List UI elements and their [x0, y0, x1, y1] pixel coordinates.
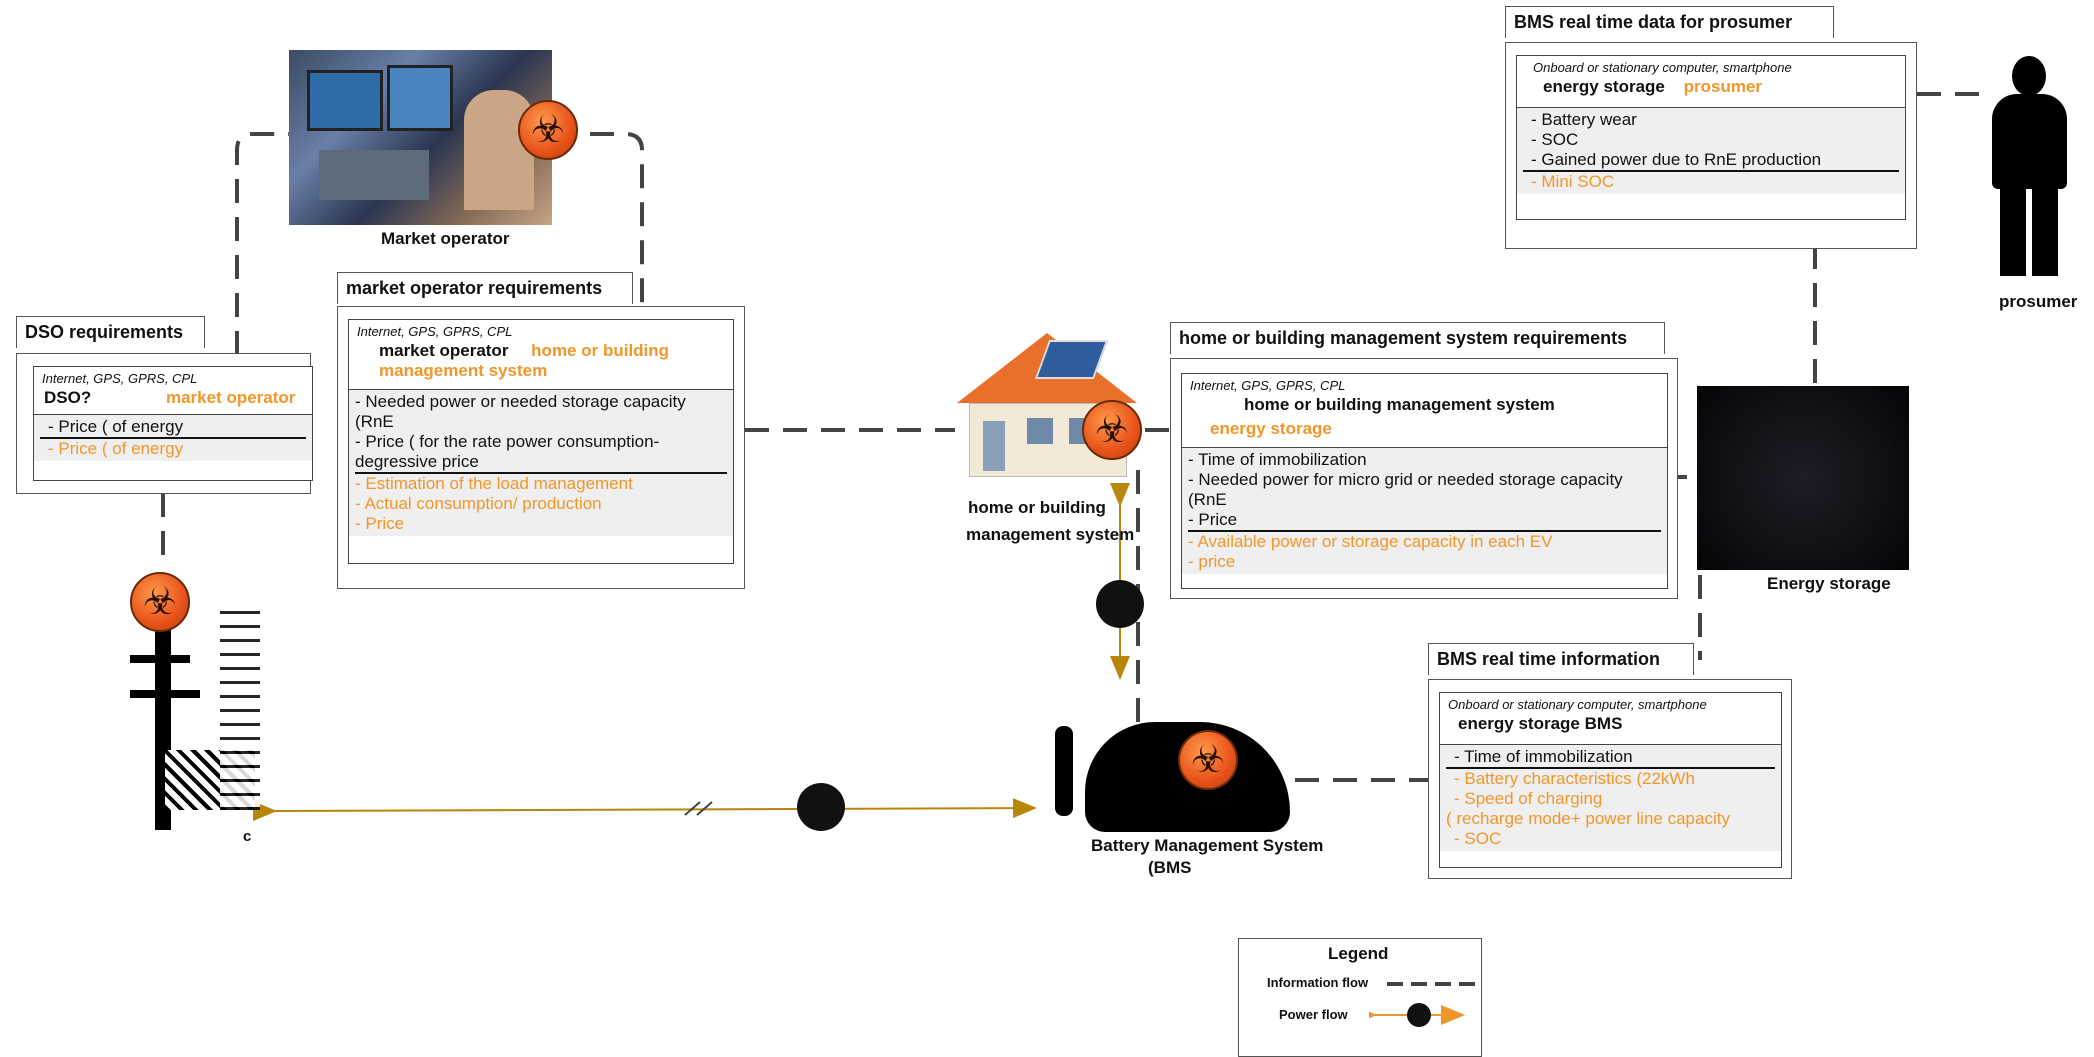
hazard-icon: ☣ — [1082, 400, 1142, 460]
bms-info-tab: BMS real time information — [1428, 643, 1694, 675]
dso-item: - Price ( of energy — [48, 417, 184, 436]
hbms-item-orange: - price — [1188, 552, 1236, 571]
hbms-item-orange: - Available power or storage capacity in… — [1188, 532, 1553, 551]
info-flow-market-right — [590, 132, 644, 308]
power-node-house — [1096, 580, 1144, 628]
dso-requirements-tab: DSO requirements — [16, 316, 205, 348]
bms-item-orange: - Battery characteristics (22kWh — [1454, 769, 1695, 788]
hbms-label-line2: management system — [966, 525, 1135, 544]
hbms-protocol: Internet, GPS, GPRS, CPL — [1190, 378, 1346, 393]
dso-list: - Price ( of energy - Price ( of energy — [34, 414, 312, 461]
bms-item-orange: ( recharge mode+ power line capacity — [1446, 809, 1730, 828]
prosumer-label: prosumer — [1999, 292, 2078, 311]
hbms-label-line1: home or building — [968, 498, 1106, 517]
legend: Legend Information flow Power flow — [1238, 938, 1482, 1057]
pylon-illustration — [125, 600, 265, 840]
legend-title: Legend — [1328, 944, 1389, 963]
bms-list: - Time of immobilization - Battery chara… — [1440, 744, 1781, 851]
market-item: - Price ( for the rate power consumption… — [355, 432, 660, 471]
legend-power-label: Power flow — [1279, 1007, 1348, 1022]
market-operator-photo — [289, 50, 552, 225]
hazard-icon: ☣ — [130, 572, 190, 632]
prosumer-head-receiver: prosumer — [1683, 77, 1763, 96]
prosumer-item: - Gained power due to RnE production — [1531, 150, 1822, 169]
prosumer-silhouette — [1982, 56, 2077, 276]
dso-protocol: Internet, GPS, GPRS, CPL — [42, 371, 198, 386]
dso-head-sender: DSO? — [44, 388, 92, 407]
prosumer-item: - SOC — [1531, 130, 1579, 149]
pylon-label: c — [243, 828, 252, 845]
hbms-item: - Needed power for micro grid or needed … — [1188, 470, 1623, 509]
hbms-list: - Time of immobilization - Needed power … — [1182, 447, 1667, 574]
bms-protocol: Onboard or stationary computer, smartpho… — [1448, 697, 1707, 712]
hazard-icon: ☣ — [518, 100, 578, 160]
electric-vehicle-illustration — [1055, 710, 1295, 840]
power-node-grid — [797, 783, 845, 831]
energy-storage-image — [1697, 386, 1909, 570]
prosumer-head-sender: energy storage — [1543, 77, 1665, 96]
bms-info-box: Onboard or stationary computer, smartpho… — [1428, 679, 1792, 879]
hbms-requirements-tab: home or building management system requi… — [1170, 322, 1665, 354]
prosumer-item: - Battery wear — [1531, 110, 1637, 129]
bms-head-sender: energy storage — [1458, 714, 1580, 733]
hbms-item: - Time of immobilization — [1188, 450, 1367, 469]
hbms-head-receiver: energy storage — [1210, 419, 1332, 438]
prosumer-list: - Battery wear - SOC - Gained power due … — [1517, 107, 1905, 194]
hbms-head-sender: home or building management system — [1244, 395, 1555, 414]
prosumer-data-tab: BMS real time data for prosumer — [1505, 6, 1834, 38]
hazard-icon: ☣ — [1178, 730, 1238, 790]
market-list: - Needed power or needed storage capacit… — [349, 389, 733, 536]
prosumer-protocol: Onboard or stationary computer, smartpho… — [1533, 60, 1792, 75]
legend-info-swatch — [1387, 982, 1475, 986]
legend-info-label: Information flow — [1267, 975, 1369, 990]
prosumer-item-orange: - Mini SOC — [1531, 172, 1615, 191]
legend-power-swatch — [1369, 1003, 1465, 1027]
market-protocol: Internet, GPS, GPRS, CPL — [357, 324, 513, 339]
dso-requirements-box: Internet, GPS, GPRS, CPL DSO? market ope… — [16, 353, 313, 494]
prosumer-data-box: Onboard or stationary computer, smartpho… — [1505, 42, 1917, 249]
market-requirements-tab: market operator requirements — [337, 272, 633, 304]
market-head-receiver: home or building management system — [379, 341, 670, 380]
market-item-orange: - Price — [355, 514, 405, 533]
market-head-sender: market operator — [379, 341, 509, 360]
hbms-item: - Price — [1188, 510, 1238, 529]
power-flow-pylon-ev — [252, 798, 1037, 822]
energy-storage-label: Energy storage — [1767, 574, 1891, 593]
market-item: - Needed power or needed storage capacit… — [355, 392, 686, 431]
dso-head-receiver: market operator — [165, 388, 296, 407]
hbms-requirements-box: Internet, GPS, GPRS, CPL home or buildin… — [1170, 358, 1678, 599]
bms-label-line1: Battery Management System — [1091, 836, 1324, 855]
market-requirements-box: Internet, GPS, GPRS, CPL market operator… — [337, 306, 745, 589]
bms-item: - Time of immobilization — [1454, 747, 1633, 766]
bms-item-orange: - SOC — [1454, 829, 1502, 848]
market-operator-label: Market operator — [381, 229, 510, 248]
market-item-orange: - Estimation of the load management — [355, 474, 633, 493]
dso-item-orange: - Price ( of energy — [48, 439, 184, 458]
bms-label-line2: (BMS — [1148, 858, 1192, 877]
market-item-orange: - Actual consumption/ production — [355, 494, 602, 513]
bms-head-receiver: BMS — [1584, 714, 1623, 733]
bms-item-orange: - Speed of charging — [1454, 789, 1603, 808]
info-flow-dso-market — [235, 132, 290, 355]
